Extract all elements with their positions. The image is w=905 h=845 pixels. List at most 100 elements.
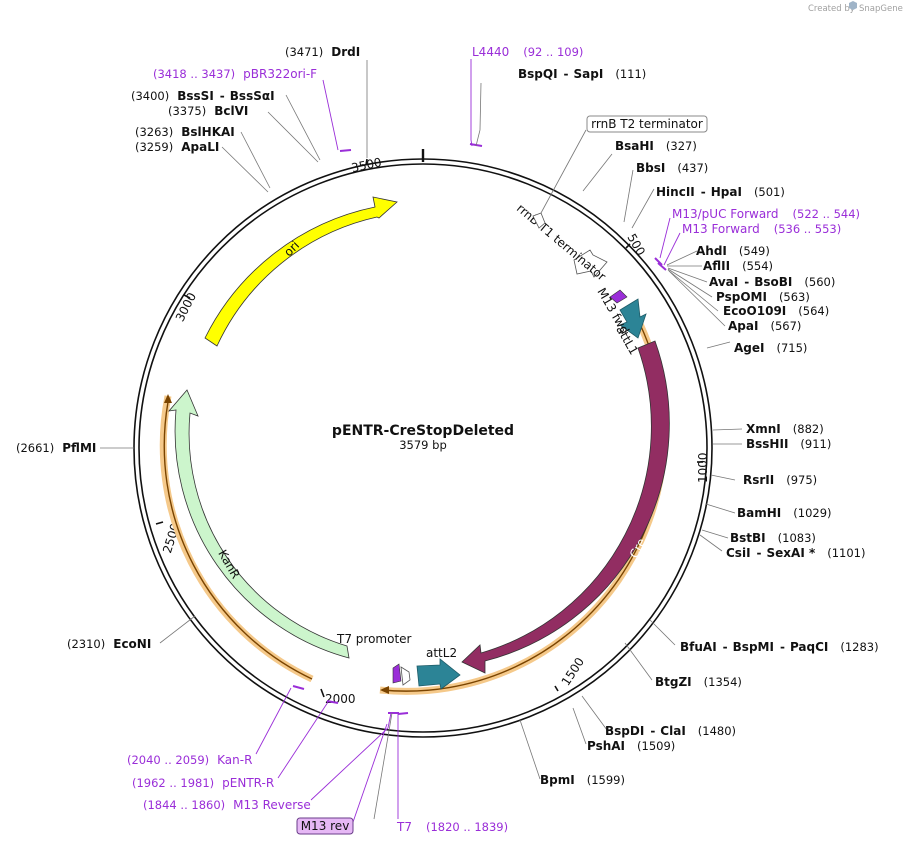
ori-feature[interactable] [204, 196, 398, 347]
site-agei-name: AgeI [734, 341, 764, 355]
svg-text:BfuAI-BspMI-PaqCI(1283): BfuAI-BspMI-PaqCI(1283) [680, 640, 879, 654]
svg-text:AhdI(549): AhdI(549) [696, 244, 770, 258]
site-bspqi-name: BspQI [518, 67, 558, 81]
site-labels: (3471)DrdI BspQI-SapI(111) (3400)BssSI-B… [16, 45, 879, 787]
kanr-orf-arrowhead [164, 394, 172, 403]
m13-rev-box[interactable]: M13 rev [296, 817, 354, 835]
m13-fwd-feature[interactable] [609, 289, 628, 304]
site-bamhi-pos: (1029) [793, 506, 831, 520]
site-bclvi-name: BclVI [214, 104, 248, 118]
svg-text:BspDI-ClaI(1480): BspDI-ClaI(1480) [605, 724, 736, 738]
svg-text:(3375)BclVI: (3375)BclVI [168, 104, 248, 118]
site-bsshii-pos: (911) [800, 437, 831, 451]
svg-text:BbsI(437): BbsI(437) [636, 161, 708, 175]
site-sapi-name: SapI [574, 67, 604, 81]
attl2-label: attL2 [426, 646, 457, 660]
site-btgzi-name: BtgZI [655, 675, 692, 689]
site-hincii-pos: (501) [754, 185, 785, 199]
svg-text:AflII(554): AflII(554) [703, 259, 773, 273]
kanr-orf-line [163, 401, 313, 680]
primer-labels: (3418 .. 3437)pBR322ori-F L4440 (92 .. 10… [127, 45, 860, 834]
site-rsrii-name: RsrII [743, 473, 774, 487]
primer-kan-r-pos: (2040 .. 2059) [127, 753, 209, 767]
attl2-feature[interactable] [416, 658, 461, 690]
site-aflii-name: AflII [703, 259, 730, 273]
site-bsahi-name: BsaHI [615, 139, 654, 153]
svg-text:L4440(92 .. 109): L4440 (92 .. 109) [472, 45, 583, 59]
svg-text:BstBI(1083): BstBI (1083) [730, 531, 816, 545]
site-bslhkai-pos: (3263) [135, 125, 173, 139]
primer-m13-forward-name: M13 Forward [682, 222, 760, 236]
primer-l4440-name: L4440 [472, 45, 509, 59]
svg-text:BsaHI(327): BsaHI (327) [615, 139, 697, 153]
rrnb-t2-box[interactable]: rrnB T2 terminator [586, 115, 708, 133]
svg-text:BtgZI(1354): BtgZI(1354) [655, 675, 742, 689]
svg-text:PshAI(1509): PshAI(1509) [587, 739, 675, 753]
rrnb-t2-terminator-glyph[interactable] [532, 212, 546, 229]
svg-text:(2661)PflMI: (2661) PflMI [16, 441, 96, 455]
t7-primer-glyph[interactable] [392, 663, 402, 684]
t7-promoter-feature[interactable] [400, 666, 411, 686]
site-econi-name: EcoNI [113, 637, 151, 651]
primer-leaders [255, 59, 681, 826]
rrnb-t2-label: rrnB T2 terminator [591, 117, 703, 131]
primer-t7-name: T7 [396, 820, 412, 834]
svg-text:(3418 .. 3437)pBR322ori-F: (3418 .. 3437)pBR322ori-F [153, 67, 317, 81]
site-xmni-name: XmnI [746, 422, 781, 436]
svg-text:XmnI(882): XmnI (882) [746, 422, 824, 436]
m13-rev-label: M13 rev [301, 819, 350, 833]
site-bstbi-name: BstBI [730, 531, 766, 545]
tick-2000: 2000 [325, 692, 356, 706]
site-pspomi-name: PspOMI [716, 290, 767, 304]
site-bsssi-name: BssSI [177, 89, 214, 103]
site-bamhi-name: BamHI [737, 506, 781, 520]
site-pflmi-name: PflMI [62, 441, 96, 455]
svg-text:BspQI-SapI(111): BspQI-SapI(111) [518, 67, 646, 81]
site-bbsi-pos: (437) [677, 161, 708, 175]
site-apali-name: ApaLI [181, 140, 219, 154]
svg-text:(1844 .. 1860)M13 Reverse: (1844 .. 1860) M13 Reverse [143, 798, 311, 812]
primer-kan-r-name: Kan-R [217, 753, 252, 767]
site-bfuai-pos: (1283) [840, 640, 878, 654]
site-paqci-name: PaqCI [790, 640, 828, 654]
primer-l4440-pos: (92 .. 109) [523, 45, 583, 59]
site-ecoo109i-name: EcoO109I [723, 304, 786, 318]
primer-m13-reverse-name: M13 Reverse [233, 798, 311, 812]
svg-text:RsrII(975): RsrII(975) [743, 473, 817, 487]
site-bfuai-name: BfuAI [680, 640, 717, 654]
primer-m13-forward-pos: (536 .. 553) [774, 222, 842, 236]
primer-m13-puc-forward-name: M13/pUC Forward [672, 207, 779, 221]
site-bstbi-pos: (1083) [778, 531, 816, 545]
cre-orf-highlight [379, 316, 668, 695]
primer-m13-reverse-pos: (1844 .. 1860) [143, 798, 225, 812]
cre-feature[interactable] [461, 340, 670, 674]
site-xmni-pos: (882) [793, 422, 824, 436]
primer-t7-pos: (1820 .. 1839) [426, 820, 508, 834]
site-bsahi-pos: (327) [666, 139, 697, 153]
svg-text:(3400)BssSI-BssSαI: (3400)BssSI-BssSαI [131, 89, 275, 103]
svg-text:HincII-HpaI(501): HincII-HpaI(501) [656, 185, 785, 199]
attl1-feature[interactable] [619, 298, 647, 339]
feature-leaders [373, 129, 587, 820]
site-pflmi-pos: (2661) [16, 441, 54, 455]
kanr-feature[interactable] [168, 389, 350, 659]
site-apai-name: ApaI [728, 319, 758, 333]
rrnb-t1-terminator-feature[interactable] [573, 249, 608, 278]
svg-text:BssHII(911): BssHII (911) [746, 437, 831, 451]
svg-text:AgeI(715): AgeI(715) [734, 341, 807, 355]
site-bsssai-name: BssSαI [230, 89, 275, 103]
cre-orf-line [381, 317, 665, 692]
site-bsobi-name: BsoBI [754, 275, 792, 289]
site-apai-pos: (567) [770, 319, 801, 333]
site-csii-name: CsiI [726, 546, 751, 560]
site-ahdi-pos: (549) [739, 244, 770, 258]
svg-text:(3263)BslHKAI: (3263)BslHKAI [135, 125, 235, 139]
site-econi-pos: (2310) [67, 637, 105, 651]
site-bsshii-name: BssHII [746, 437, 788, 451]
site-pshai-pos: (1509) [637, 739, 675, 753]
plasmid-length: 3579 bp [399, 438, 447, 452]
site-bpmi-name: BpmI [540, 773, 575, 787]
site-leaders [100, 60, 743, 780]
primer-pbr322ori-f-pos: (3418 .. 3437) [153, 67, 235, 81]
